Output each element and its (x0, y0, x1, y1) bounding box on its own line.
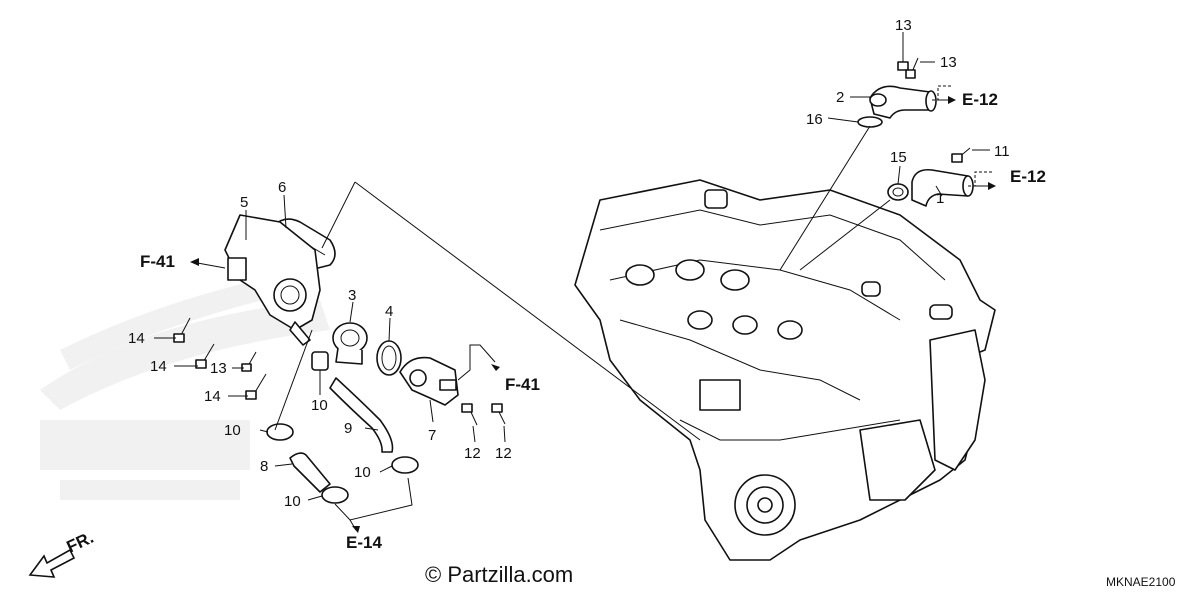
thermostat-cover-7[interactable] (399, 356, 459, 406)
label-part-10-upper: 10 (311, 397, 328, 414)
ref-e12-top[interactable]: E-12 (962, 90, 998, 109)
front-arrow-icon (28, 548, 76, 578)
grommet-15[interactable] (887, 183, 909, 201)
leader-lines (154, 32, 992, 531)
label-part-7: 7 (428, 427, 436, 444)
water-hose-8[interactable] (289, 452, 331, 493)
engine-assembly[interactable] (574, 179, 996, 561)
water-hose-9[interactable] (329, 377, 394, 453)
bolt-14-middle[interactable] (195, 343, 215, 369)
bolt-12-left[interactable] (461, 403, 478, 426)
label-part-12-right: 12 (495, 445, 512, 462)
bolt-14-bottom[interactable] (245, 373, 267, 400)
label-part-2: 2 (836, 89, 844, 106)
background-brand-art (40, 270, 330, 500)
label-part-10-left: 10 (224, 422, 241, 439)
label-part-13-second: 13 (940, 54, 957, 71)
label-part-14-middle: 14 (150, 358, 167, 375)
reference-labels: E-12 E-12 F-41 F-41 E-14 (140, 90, 1046, 552)
hose-clamp-10-left[interactable] (266, 423, 294, 441)
hose-clamp-10-upper[interactable] (311, 351, 329, 371)
label-part-4: 4 (385, 303, 393, 320)
bolt-13-top[interactable] (897, 38, 909, 71)
bolt-13-second[interactable] (905, 57, 919, 79)
label-part-6: 6 (278, 179, 286, 196)
ref-f41-right[interactable]: F-41 (505, 375, 540, 394)
label-part-13-left: 13 (210, 360, 227, 377)
label-part-10-right: 10 (354, 464, 371, 481)
hose-clamp-10-right[interactable] (391, 456, 419, 474)
label-part-14-top: 14 (128, 330, 145, 347)
watermark-text: © Partzilla.com (425, 562, 573, 587)
ref-e14[interactable]: E-14 (346, 533, 382, 552)
o-ring-4[interactable] (376, 340, 402, 376)
label-part-5: 5 (240, 194, 248, 211)
o-ring-16[interactable] (857, 116, 883, 128)
label-part-1: 1 (936, 190, 944, 207)
ref-e12-mid[interactable]: E-12 (1010, 167, 1046, 186)
hose-clamp-10-lower[interactable] (321, 486, 349, 504)
label-part-16: 16 (806, 111, 823, 128)
label-part-11: 11 (994, 143, 1010, 160)
label-part-9: 9 (344, 420, 352, 437)
thermostat-3[interactable] (332, 322, 368, 365)
label-part-15: 15 (890, 149, 907, 166)
label-part-14-bottom: 14 (204, 388, 221, 405)
label-part-10-lower: 10 (284, 493, 301, 510)
water-outlet-elbow-2[interactable] (869, 85, 937, 119)
arrowheads (190, 96, 996, 533)
label-part-3: 3 (348, 287, 356, 304)
ref-f41-left[interactable]: F-41 (140, 252, 175, 271)
label-part-13-top: 13 (895, 17, 912, 34)
bolt-12-right[interactable] (491, 403, 506, 425)
front-direction-indicator: FR. (28, 528, 97, 578)
part-number-labels: 13 13 2 16 15 11 1 6 5 3 4 14 14 13 14 1… (128, 17, 1010, 510)
bolt-11[interactable] (951, 147, 971, 163)
label-part-8: 8 (260, 458, 268, 475)
diagram-code: MKNAE2100 (1106, 575, 1176, 589)
bolt-13-left[interactable] (241, 351, 257, 372)
label-part-12-left: 12 (464, 445, 481, 462)
thermostat-housing-5[interactable] (224, 214, 321, 346)
